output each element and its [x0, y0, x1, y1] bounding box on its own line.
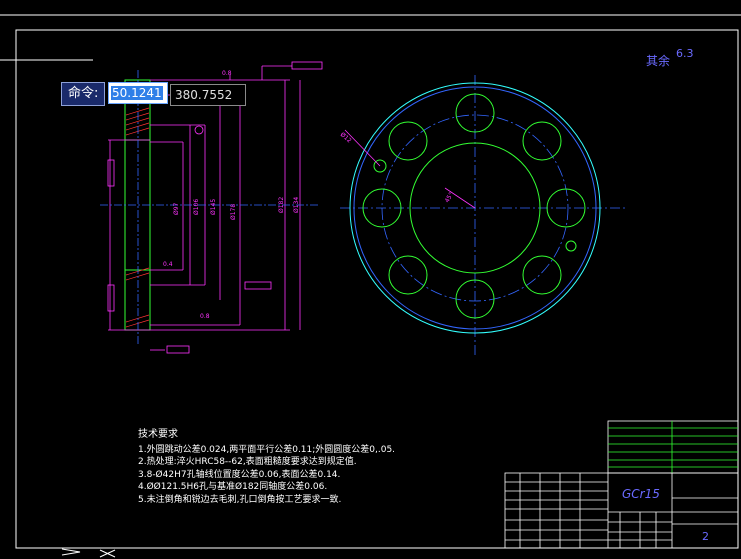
- svg-text:Ø145: Ø145: [210, 199, 217, 215]
- svg-text:Ø134: Ø134: [293, 197, 300, 213]
- tech-requirement-line: 2.热处理:淬火HRC58--62,表面粗糙度要求达到规定值.: [138, 457, 357, 467]
- title-block: [504, 420, 739, 549]
- svg-text:0.8: 0.8: [200, 313, 210, 320]
- drawing-border: [15, 29, 739, 549]
- x-coordinate-input[interactable]: 50.1241: [108, 82, 168, 104]
- front-view: Ø12 45°: [339, 75, 625, 358]
- tech-requirement-line: 1.外圆跳动公差0.024,两平面平行公差0.11;外圆圆度公差0,.05.: [138, 444, 396, 455]
- technical-requirements: 技术要求 1.外圆跳动公差0.024,两平面平行公差0.11;外圆圆度公差0,.…: [138, 429, 395, 506]
- roughness-label: 其余: [646, 54, 671, 68]
- tech-requirement-line: 3.8-Ø42H7孔轴线位置度公差0.06,表面公差0.14.: [138, 469, 341, 480]
- svg-text:0.8: 0.8: [222, 70, 232, 77]
- svg-text:Ø12: Ø12: [339, 131, 353, 144]
- sheet-number: 2: [702, 530, 709, 543]
- material-label: GCr15: [622, 487, 660, 501]
- tech-requirement-line: 5.未注倒角和锐边去毛刺,孔口倒角按工艺要求一致.: [138, 494, 342, 505]
- svg-text:Ø97: Ø97: [173, 202, 180, 215]
- x-coordinate-value: 50.1241: [111, 86, 163, 100]
- y-coordinate-input[interactable]: 380.7552: [170, 84, 246, 106]
- tech-requirements-title: 技术要求: [138, 429, 178, 440]
- roughness-value: 6.3: [676, 47, 694, 60]
- roughness-note: 其余 6.3: [646, 47, 694, 69]
- svg-text:Ø178: Ø178: [230, 204, 237, 220]
- command-prompt-label: 命令:: [61, 82, 106, 106]
- svg-text:0.4: 0.4: [163, 261, 173, 268]
- section-view: Ø97 Ø106 Ø145 Ø178 Ø182 Ø134 0.8 0.8 0.4: [100, 61, 323, 354]
- svg-text:45°: 45°: [444, 191, 455, 204]
- tech-requirement-line: 4.ØØ121.5H6孔与基准Ø182同轴度公差0.06.: [138, 482, 328, 492]
- ucs-icon: [61, 548, 116, 558]
- svg-text:Ø182: Ø182: [278, 197, 285, 213]
- svg-text:Ø106: Ø106: [193, 199, 200, 215]
